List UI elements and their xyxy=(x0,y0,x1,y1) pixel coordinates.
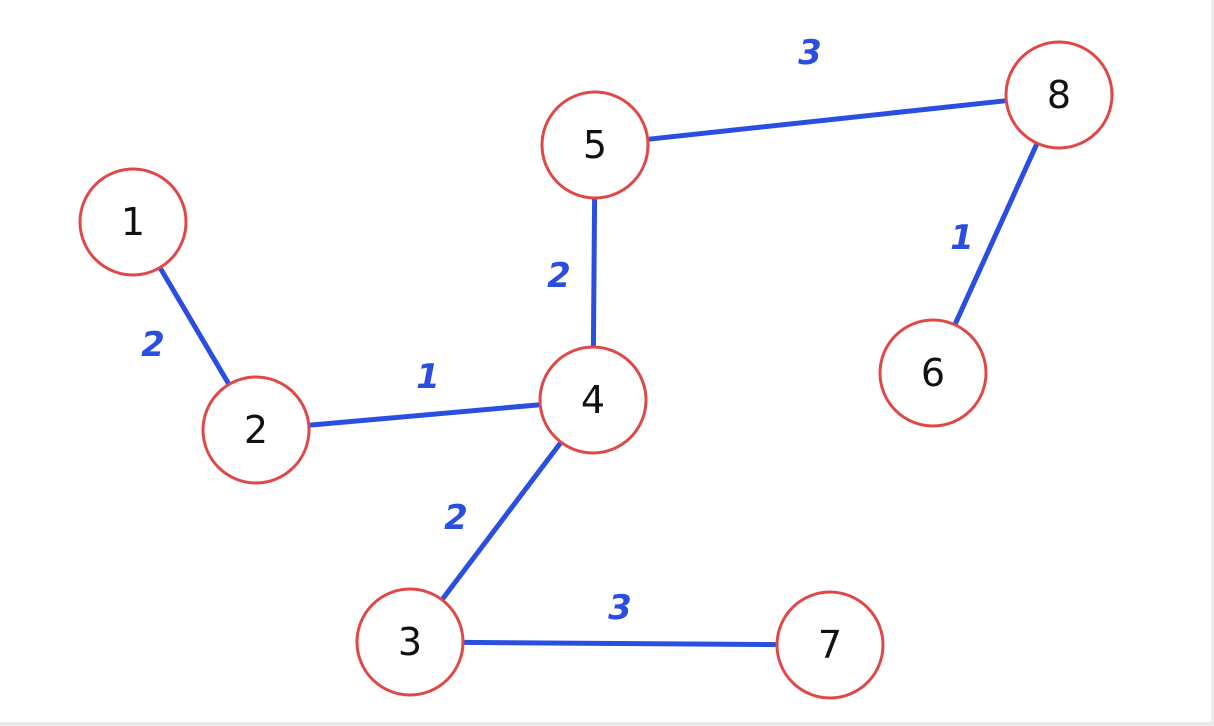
node-n6: 6 xyxy=(878,318,988,428)
edge-weight-n5-n8: 3 xyxy=(798,33,822,73)
node-circle-n8 xyxy=(1004,40,1114,150)
node-n7: 7 xyxy=(775,590,885,700)
node-n2: 2 xyxy=(201,375,311,485)
node-circle-n2 xyxy=(201,375,311,485)
edge-n3-n7 xyxy=(460,639,780,648)
edge-weight-n3-n7: 3 xyxy=(608,588,632,628)
node-n1: 1 xyxy=(78,167,188,277)
edge-weight-n8-n6: 1 xyxy=(950,218,974,258)
nodes-layer: 1 2 3 4 5 6 7 8 xyxy=(78,40,1114,700)
node-circle-n7 xyxy=(775,590,885,700)
node-label-n2: 2 xyxy=(244,408,268,452)
node-circle-n4 xyxy=(538,345,648,455)
edge-n4-n5 xyxy=(590,195,598,350)
edge-weights-layer: 2 1 2 2 3 3 1 xyxy=(141,33,974,628)
node-label-n8: 8 xyxy=(1047,73,1071,117)
node-label-n7: 7 xyxy=(818,623,842,667)
edges-layer xyxy=(157,98,1040,648)
edge-n8-n6 xyxy=(952,140,1040,328)
node-label-n4: 4 xyxy=(581,378,605,422)
node-circle-n3 xyxy=(355,587,465,697)
frame-bottom-border xyxy=(0,722,1214,726)
node-n8: 8 xyxy=(1004,40,1114,150)
node-label-n5: 5 xyxy=(583,123,607,167)
frame-right-border xyxy=(1211,0,1214,726)
node-label-n1: 1 xyxy=(121,200,145,244)
node-label-n6: 6 xyxy=(921,351,945,395)
node-circle-n1 xyxy=(78,167,188,277)
node-n5: 5 xyxy=(540,90,650,200)
edge-weight-n1-n2: 2 xyxy=(141,325,165,365)
node-circle-n6 xyxy=(878,318,988,428)
edge-n2-n4 xyxy=(306,402,543,428)
node-circle-n5 xyxy=(540,90,650,200)
node-label-n3: 3 xyxy=(398,620,422,664)
node-n3: 3 xyxy=(355,587,465,697)
edge-weight-n4-n3: 2 xyxy=(444,498,468,538)
node-n4: 4 xyxy=(538,345,648,455)
edge-weight-n2-n4: 1 xyxy=(416,357,440,397)
edge-weight-n4-n5: 2 xyxy=(547,256,571,296)
edge-n5-n8 xyxy=(645,98,1009,142)
edge-n4-n3 xyxy=(439,439,564,603)
edge-n1-n2 xyxy=(157,265,232,387)
